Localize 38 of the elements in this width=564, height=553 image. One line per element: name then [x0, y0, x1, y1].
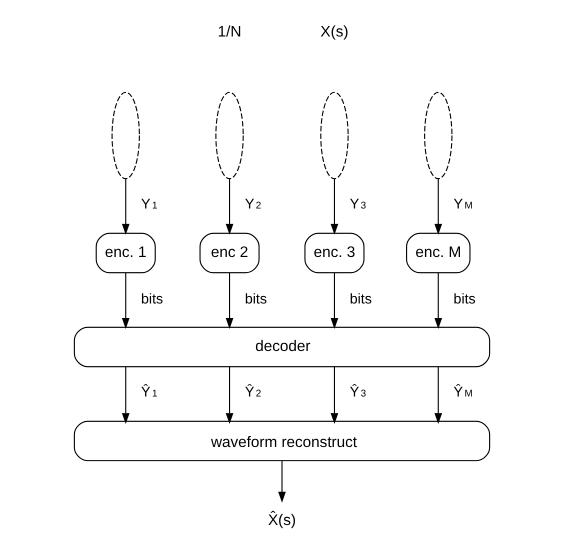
- edge-label: bits: [244, 292, 267, 308]
- node-ellipse: [320, 92, 349, 180]
- node-box: decoder: [74, 326, 490, 368]
- edge-label: Ŷ1: [141, 384, 158, 401]
- arrow: [434, 272, 442, 329]
- edge-label: bits: [350, 292, 372, 308]
- arrow: [330, 178, 338, 235]
- edge-label: Y2: [244, 196, 262, 213]
- arrow: [434, 178, 442, 235]
- edge-label: bits: [141, 292, 164, 308]
- edge-label: YM: [454, 196, 473, 213]
- arrow: [226, 272, 234, 329]
- arrow: [226, 178, 234, 235]
- node-box: waveform reconstruct: [74, 420, 490, 462]
- edge-label: Y1: [141, 196, 158, 213]
- arrow: [278, 460, 286, 503]
- edge-label: Ŷ3: [350, 384, 366, 401]
- node-text: X̂(s): [268, 512, 296, 529]
- arrow: [330, 272, 338, 329]
- node-ellipse: [424, 92, 452, 180]
- node-box: enc. 3: [304, 232, 364, 274]
- node-ellipse: [112, 92, 140, 180]
- arrow: [122, 272, 130, 329]
- edge-label: bits: [454, 292, 476, 308]
- label: X(s): [320, 23, 348, 40]
- arrow: [434, 366, 442, 424]
- arrow: [122, 178, 130, 235]
- edge-label: Y3: [350, 196, 366, 213]
- edge-label: ŶM: [454, 384, 473, 401]
- node-ellipse: [215, 92, 244, 180]
- edge-label: Ŷ2: [244, 384, 262, 401]
- node-box: enc. 1: [96, 232, 156, 274]
- node-box: enc 2: [200, 232, 260, 274]
- node-box: enc. M: [406, 232, 470, 274]
- arrow: [226, 366, 234, 424]
- label: 1/N: [218, 23, 242, 40]
- arrow: [122, 366, 130, 424]
- arrow: [330, 366, 338, 424]
